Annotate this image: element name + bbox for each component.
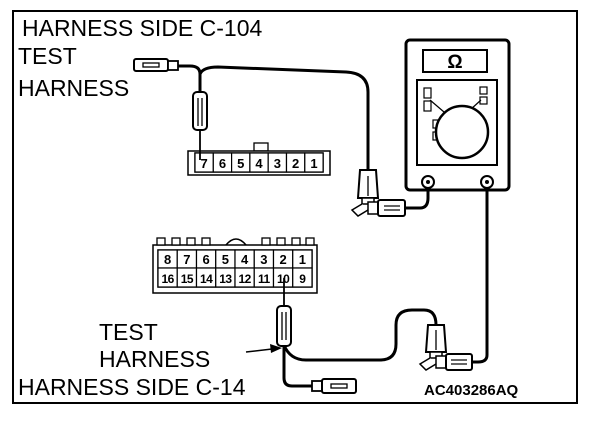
- c14-pin-label: 5: [222, 252, 229, 267]
- c14-pin-label: 7: [183, 252, 190, 267]
- meter-display: [422, 49, 488, 73]
- c104-pin-label: 2: [292, 156, 299, 171]
- test-lead-connector-top: [350, 169, 406, 217]
- c14-pin-label: 4: [241, 252, 249, 267]
- test-harness-plug-top: [133, 58, 179, 72]
- c104-pin-label-cell: [304, 152, 324, 173]
- c104-pin-label: 6: [219, 156, 226, 171]
- c104-pin-label: 4: [255, 156, 263, 171]
- c14-pin-label: 6: [203, 252, 210, 267]
- harness-side-bottom-label: HARNESS SIDE C-14: [18, 374, 246, 400]
- c104-pin-label: 5: [237, 156, 244, 171]
- test-harness-bottom-label-line2: HARNESS: [99, 346, 210, 372]
- harness-side-top-label: HARNESS SIDE C-104: [22, 15, 263, 41]
- c14-pin-label-cell: [292, 267, 313, 288]
- c14-pin-label: 9: [299, 272, 306, 286]
- test-harness-plug-bottom: [311, 378, 357, 394]
- ohm-symbol: Ω: [447, 52, 462, 73]
- c14-pin-label: 1: [299, 252, 306, 267]
- c104-pin-label: 1: [310, 156, 317, 171]
- c14-pin-label: 12: [238, 272, 251, 286]
- connector-c14: 87654321161514131211109: [152, 237, 318, 294]
- figure-code: AC403286AQ: [424, 382, 519, 399]
- selector-dial: [434, 104, 490, 160]
- test-harness-bottom-label-line1: TEST: [99, 319, 158, 345]
- test-lead-connector-bottom: [418, 324, 473, 371]
- c14-pin-label: 13: [219, 272, 232, 286]
- test-harness-top-label-line1: TEST: [18, 43, 77, 69]
- c14-pin-label: 15: [181, 272, 194, 286]
- ohmmeter: Ω: [404, 38, 511, 192]
- test-harness-top-label-line2: HARNESS: [18, 75, 129, 101]
- diagram-frame: [12, 10, 578, 404]
- harness-wires: [176, 64, 489, 388]
- c14-pin-label: 11: [258, 272, 271, 286]
- test-probe-c14: [276, 278, 292, 347]
- c14-pin-label: 16: [161, 272, 174, 286]
- c104-pin-label: 3: [274, 156, 281, 171]
- leader-arrow: [245, 344, 282, 353]
- c14-pin-label: 3: [260, 252, 267, 267]
- c14-pin-label: 8: [164, 252, 171, 267]
- c14-pin-label: 2: [280, 252, 287, 267]
- test-probe-c104: [192, 91, 208, 160]
- c14-pin-label: 14: [200, 272, 213, 286]
- c104-pin-label: 7: [201, 156, 208, 171]
